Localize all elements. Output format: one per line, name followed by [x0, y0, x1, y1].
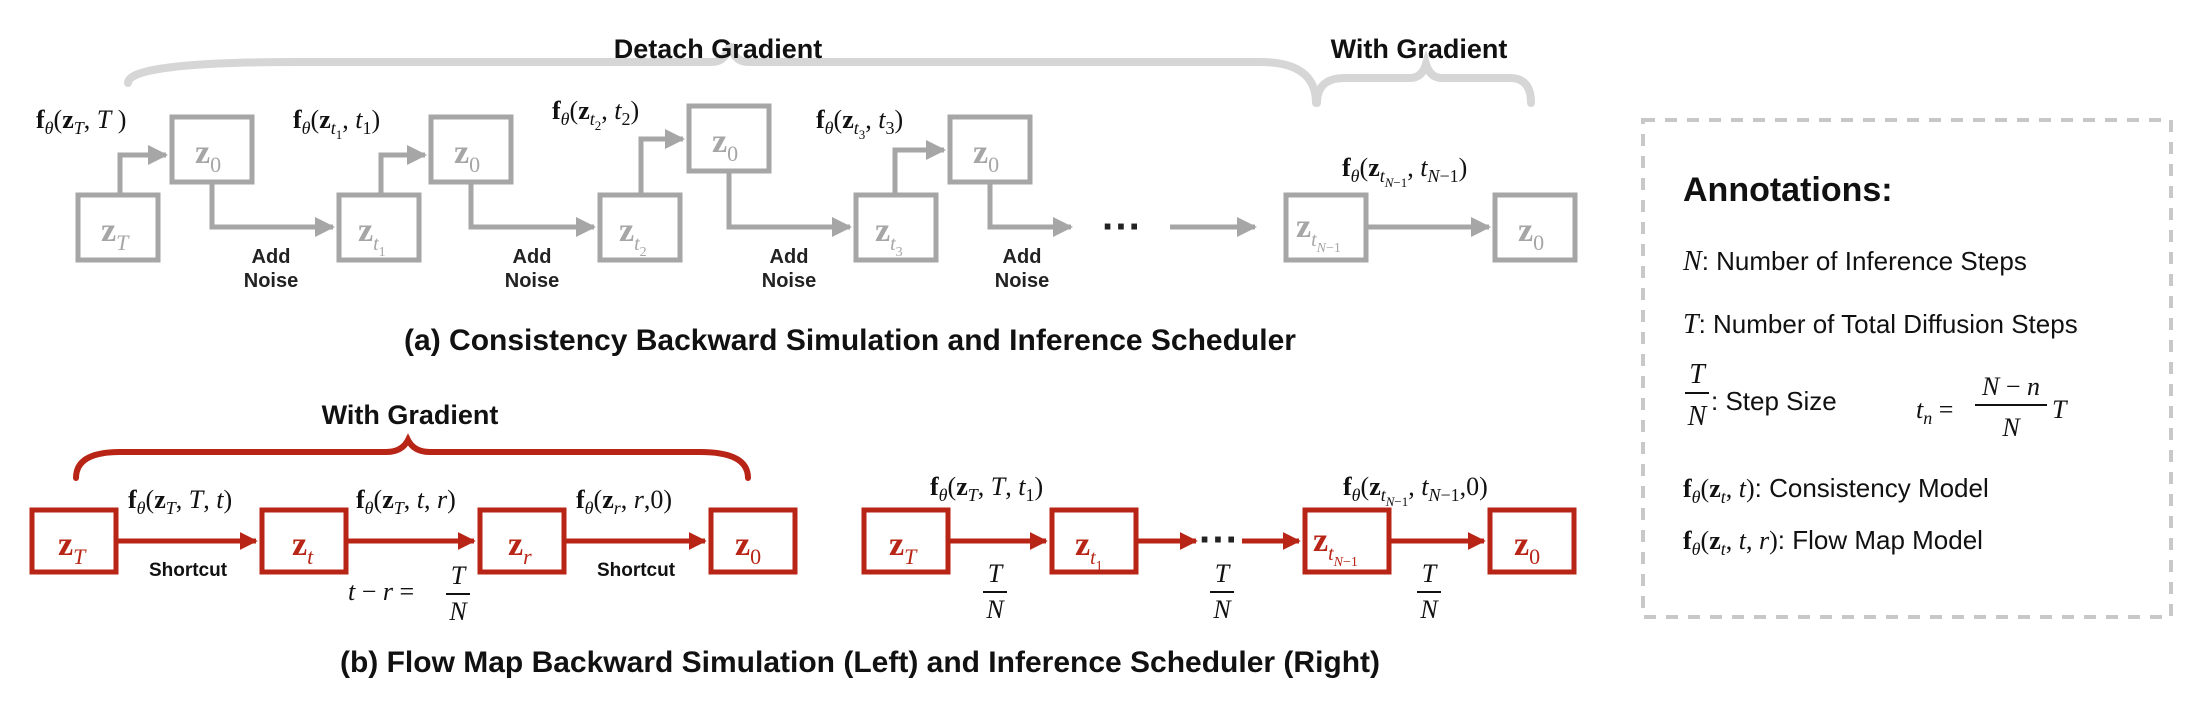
- step-label-2: T N: [1210, 559, 1234, 624]
- svg-text:T: T: [1422, 559, 1438, 588]
- f-label-zt3: fθ(zt3, t3): [816, 105, 903, 142]
- add-noise-label-1: Add: [252, 246, 291, 268]
- annotation-t: T: Number of Total Diffusion Steps: [1683, 309, 2078, 340]
- svg-text:T: T: [1215, 559, 1231, 588]
- annotations-panel: Annotations: N: Number of Inference Step…: [1641, 118, 2173, 619]
- node-b-zT: [29, 507, 119, 575]
- annotation-flow-map-model: fθ(zt, t, r): Flow Map Model: [1683, 525, 1983, 559]
- ellipsis-top: ···: [1102, 205, 1142, 249]
- annotation-consistency-model: fθ(zt, t): Consistency Model: [1683, 473, 1989, 507]
- svg-text:T: T: [1689, 359, 1707, 390]
- svg-text:T: T: [451, 561, 467, 590]
- caption-b: (b) Flow Map Backward Simulation (Left) …: [340, 646, 1380, 679]
- add-noise-label-3: Add: [770, 246, 809, 268]
- node-r-ztN1: [1302, 507, 1392, 575]
- svg-text:tn =: tn =: [1916, 395, 1953, 428]
- detach-gradient-label: Detach Gradient: [614, 34, 823, 64]
- step-label-3: T N: [1417, 559, 1441, 624]
- node-b-z0: [708, 507, 798, 575]
- f-label-r2: fθ(ztN−1, tN−1,0): [1343, 472, 1488, 509]
- add-noise-label-1b: Noise: [244, 270, 298, 292]
- add-noise-label-2b: Noise: [505, 270, 559, 292]
- f-label-zt2: fθ(zt2, t2): [552, 96, 639, 133]
- flow-map-inference-diagram: zT zt1 ztN−1 z0 ··· fθ(zT, T, t1) fθ(ztN…: [861, 472, 1577, 624]
- svg-text:N: N: [1419, 595, 1439, 624]
- node-z0-3: [686, 103, 772, 174]
- svg-text:N: N: [1687, 401, 1708, 432]
- svg-text:T: T: [988, 559, 1004, 588]
- with-gradient-brace-bottom: [73, 433, 751, 481]
- f-label-b3: fθ(zr, r,0): [576, 485, 672, 518]
- f-label-b2: fθ(zT, t, r): [356, 485, 456, 518]
- shortcut-label-1: Shortcut: [149, 560, 228, 581]
- caption-a: (a) Consistency Backward Simulation and …: [404, 324, 1296, 357]
- node-z0-1: [169, 114, 255, 185]
- node-zT: [75, 192, 161, 263]
- f-label-ztN1: fθ(ztN−1, tN−1): [1342, 153, 1467, 190]
- svg-text:N: N: [2001, 413, 2021, 442]
- svg-text:N: N: [985, 595, 1005, 624]
- shortcut-label-2: Shortcut: [597, 560, 676, 581]
- f-label-zT-T: fθ(zT, T ): [36, 105, 126, 138]
- annotations-title: Annotations:: [1683, 171, 1893, 209]
- add-noise-label-4b: Noise: [995, 270, 1049, 292]
- svg-text:T: T: [2052, 395, 2068, 424]
- detach-gradient-brace: [124, 42, 1320, 107]
- flow-map-backward-diagram: With Gradient zT zt zr z0 fθ(zT, T, t) f…: [29, 400, 798, 626]
- node-z0-4: [947, 114, 1033, 185]
- f-label-zt1: fθ(zt1, t1): [293, 105, 380, 142]
- svg-text:: Step Size: : Step Size: [1711, 386, 1837, 416]
- annotation-n: N: Number of Inference Steps: [1682, 246, 2027, 277]
- node-b-zr: [477, 507, 567, 575]
- ellipsis-bottom: ···: [1199, 518, 1239, 562]
- svg-text:N: N: [448, 597, 468, 626]
- add-noise-label-2: Add: [513, 246, 552, 268]
- node-r-zT: [861, 507, 951, 575]
- with-gradient-label-bottom: With Gradient: [322, 400, 499, 430]
- svg-text:N: N: [1212, 595, 1232, 624]
- annotation-step-size: T N : Step Size: [1685, 359, 1837, 432]
- consistency-diagram: Detach Gradient With Gradient zT z0 zt1 …: [36, 34, 1578, 357]
- node-r-zt1: [1049, 507, 1139, 575]
- with-gradient-brace-top: [1313, 49, 1535, 107]
- step-relation: t − r = T N: [348, 561, 470, 626]
- annotation-tn-formula: tn = N − n N T: [1916, 372, 2068, 442]
- svg-text:N − n: N − n: [1981, 372, 2040, 401]
- step-label-1: T N: [983, 559, 1007, 624]
- node-r-z0: [1487, 507, 1577, 575]
- node-zt2: [597, 192, 683, 263]
- annotations-border: [1641, 118, 2173, 619]
- node-z0-5: [1492, 192, 1578, 263]
- node-zt3: [853, 192, 939, 263]
- add-noise-label-4: Add: [1003, 246, 1042, 268]
- add-noise-label-3b: Noise: [762, 270, 816, 292]
- f-label-r1: fθ(zT, T, t1): [930, 472, 1043, 505]
- with-gradient-label-top: With Gradient: [1331, 34, 1508, 64]
- svg-text:zT: zT: [889, 526, 918, 569]
- f-label-b1: fθ(zT, T, t): [128, 485, 232, 518]
- svg-text:t − r =: t − r =: [348, 577, 414, 606]
